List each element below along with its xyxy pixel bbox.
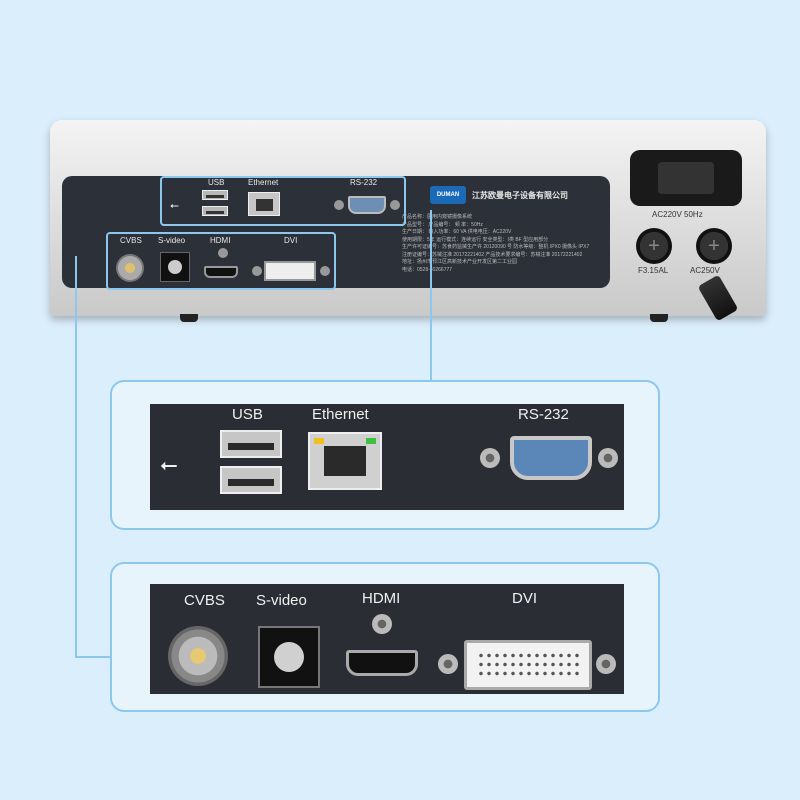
highlight-box-data-ports [160, 176, 406, 226]
svideo-port [258, 626, 320, 688]
ethernet-led [366, 438, 376, 444]
connector-line [75, 656, 111, 658]
usb-icon-small: ⭠ [170, 200, 179, 212]
power-label: AC220V 50Hz [652, 210, 703, 219]
zoom-panel-video-ports: CVBS S-video HDMI DVI [110, 562, 660, 712]
screw [320, 266, 330, 276]
svideo-port-small [160, 252, 190, 282]
rs232-port [510, 436, 592, 480]
hdmi-port-small [204, 266, 238, 278]
cvbs-port-small [116, 254, 144, 282]
spec-line: 注册证编号：苏械注准 20172221402 产品技术要求编号：苏械注准 201… [402, 251, 583, 258]
spec-line: 产品名称：医用内窥镜摄像系统 [402, 214, 473, 220]
fuse-label: F3.15AL [638, 266, 669, 275]
brand-name: 江苏欧曼电子设备有限公司 [472, 190, 568, 200]
usb-label-small: USB [208, 178, 225, 187]
usb-port-small [202, 190, 228, 200]
fuse-holder [696, 228, 732, 264]
screw [480, 448, 500, 468]
brand: DUMAN 江苏欧曼电子设备有限公司 [430, 186, 568, 204]
usb-label: USB [232, 406, 263, 423]
screw [438, 654, 458, 674]
hdmi-port [346, 650, 418, 676]
highlight-box-video-ports [106, 232, 336, 290]
spec-line: 生产日期： 输入功率：60 VA 供电电压：AC220V [402, 229, 512, 235]
spec-line: 生产许可证编号：苏食药监械生产许 20120090 号 防水等级：整机 IPX0… [402, 244, 590, 250]
screw [218, 248, 228, 258]
power-inlet [630, 150, 742, 206]
screw [252, 266, 262, 276]
screw [390, 200, 400, 210]
fuse-holder [636, 228, 672, 264]
device-rear-view: USB ⭠ Ethernet RS-232 CVBS S-video HDMI … [50, 120, 766, 322]
ethernet-led [314, 438, 324, 444]
hdmi-label-small: HDMI [210, 236, 231, 245]
device-foot [180, 314, 198, 322]
ethernet-port-small [248, 192, 280, 216]
brand-logo: DUMAN [430, 186, 466, 204]
connector-line [75, 256, 77, 658]
dvi-port [464, 640, 592, 690]
rs232-label: RS-232 [518, 406, 569, 423]
cvbs-label-small: CVBS [120, 236, 142, 245]
usb-port-small [202, 206, 228, 216]
screw [372, 614, 392, 634]
ethernet-label: Ethernet [312, 406, 369, 423]
dvi-label: DVI [512, 590, 538, 607]
zoom-panel-data-ports: ⭠ USB Ethernet RS-232 [110, 380, 660, 530]
spec-label: 产品名称：医用内窥镜摄像系统 产品型号： 产品编号： 频 率：50Hz 生产日期… [402, 214, 602, 274]
cvbs-label: CVBS [184, 592, 225, 609]
usb-port [220, 466, 282, 494]
ground-terminal [697, 274, 739, 322]
zoom-panel-inner: ⭠ USB Ethernet RS-232 [150, 404, 624, 510]
connector-line [430, 210, 432, 380]
svideo-label-small: S-video [158, 236, 186, 245]
spec-line: 产品型号： 产品编号： 频 率：50Hz [402, 221, 483, 228]
svideo-label: S-video [256, 592, 307, 609]
dvi-label-small: DVI [284, 236, 298, 245]
screw [598, 448, 618, 468]
ethernet-label-small: Ethernet [248, 178, 279, 187]
screw [334, 200, 344, 210]
cvbs-port [168, 626, 228, 686]
dvi-port-small [264, 261, 316, 281]
spec-line: 地址：扬州市邗江区高新技术产业开发区第二工业园 [402, 259, 518, 265]
zoom-panel-inner: CVBS S-video HDMI DVI [150, 584, 624, 694]
usb-icon: ⭠ [160, 452, 178, 477]
hdmi-label: HDMI [362, 590, 401, 607]
screw [596, 654, 616, 674]
rs232-port-small [348, 196, 386, 214]
rs232-label-small: RS-232 [350, 178, 378, 187]
spec-line: 电话：0528-80266777 [402, 266, 453, 273]
usb-port [220, 430, 282, 458]
device-foot [650, 314, 668, 322]
fuse-voltage-label: AC250V [690, 266, 720, 275]
spec-line: 使用期限：5年 运行模式：连续运行 安全类型：I类 BF 型应用部分 [402, 236, 549, 243]
